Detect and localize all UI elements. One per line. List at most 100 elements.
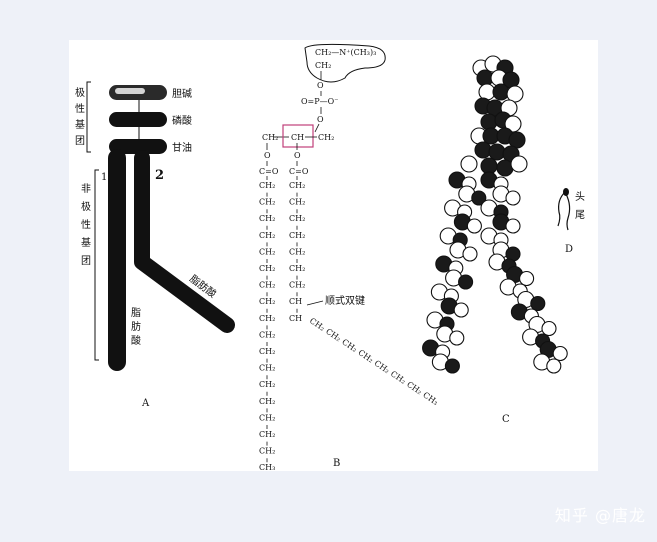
- tail-atom: [530, 295, 546, 312]
- chain-ch2: CH₂: [259, 380, 275, 389]
- watermark: 知乎 @唐龙: [554, 506, 646, 525]
- head-atom: [492, 83, 510, 101]
- glycerol-ch: CH: [291, 133, 304, 142]
- chain-ch2: CH₂: [289, 281, 305, 290]
- chain-ch2: CH₂: [289, 247, 305, 256]
- chain-ch2: CH₂: [289, 231, 305, 240]
- chain-ch: CH: [289, 297, 302, 306]
- head-atom: [496, 159, 514, 177]
- panel-b: CH₂—N⁺(CH₃)₃ CH₂ O O=P—O⁻ O CH₂ CH CH₂ O…: [259, 43, 440, 472]
- phosphate-bead: [109, 112, 167, 127]
- o-right: O: [294, 151, 301, 160]
- chain-ch2: CH₂: [356, 348, 375, 365]
- panel-b-label: B: [333, 458, 340, 469]
- choline-label: 胆碱: [172, 88, 192, 100]
- polar-group-char: 性: [75, 102, 85, 115]
- chain-ch2: CH₂: [259, 330, 275, 339]
- o-top: O: [317, 81, 324, 90]
- chain-ch2: CH₂: [373, 359, 392, 376]
- tail-atom: [453, 302, 469, 318]
- figure-canvas: 极 性 基 团 非 极 性 基 团 胆碱 磷酸 甘油 1 2 脂 肪: [69, 40, 645, 525]
- tail-atom: [462, 246, 478, 262]
- phosphate-label: 磷酸: [172, 114, 192, 127]
- bond: [314, 123, 320, 133]
- cis-bond-label: 顺式双键: [325, 294, 365, 307]
- head-atom: [510, 155, 528, 173]
- chain-ch2: CH₂: [259, 231, 275, 240]
- polar-bracket: [86, 81, 91, 153]
- polar-group-char: 团: [75, 135, 85, 147]
- polar-group-char: 极: [75, 86, 85, 99]
- polar-group-char: 基: [75, 118, 85, 131]
- head-atom: [504, 115, 522, 133]
- panel-a-label: A: [141, 398, 150, 409]
- chain-ch2: CH₂: [259, 430, 275, 439]
- head-atom: [480, 113, 498, 131]
- chain-ch2: CH₂: [259, 247, 275, 256]
- chain-ch2: CH₂: [259, 447, 275, 456]
- tail-atom: [552, 345, 568, 362]
- glycerol-ch2-right: CH₂: [318, 133, 334, 142]
- glycerol-ch2-left: CH₂: [262, 133, 278, 142]
- chain-ch: CH: [289, 314, 302, 323]
- tail-atom: [471, 190, 487, 206]
- chain-ch2: CH₂: [324, 327, 343, 344]
- chain-ch2: CH₂: [289, 214, 305, 223]
- head-label: 头: [575, 191, 585, 203]
- tail-line-left: [557, 191, 566, 227]
- fatty-acid-tail-2: [134, 150, 235, 333]
- chain-1-label: 1: [101, 172, 107, 183]
- chain-2-label: 2: [155, 168, 164, 183]
- tail-atom: [541, 320, 557, 337]
- head-outline: [304, 43, 386, 83]
- cis-bond-pointer: [306, 300, 324, 306]
- chain-ch2: CH₂: [259, 198, 275, 207]
- ester-right: C=O: [289, 167, 309, 176]
- choline-ch2: CH₂: [315, 61, 331, 70]
- chain-ch2: CH₂: [259, 214, 275, 223]
- nonpolar-bracket: [94, 169, 99, 361]
- tail-atom: [466, 218, 482, 234]
- chain-ch2: CH₂: [259, 364, 275, 373]
- head-atom: [488, 143, 506, 161]
- tail-label: 尾: [575, 209, 585, 221]
- chain-ch2: CH₂: [289, 198, 305, 207]
- head-blob: [563, 188, 569, 196]
- chain-ch2: CH₂: [259, 281, 275, 290]
- polar-group-label: 极 性 基 团: [75, 86, 88, 147]
- chain-ch2: CH₂: [259, 397, 275, 406]
- ester-left: C=O: [259, 167, 279, 176]
- glycerol-label: 甘油: [172, 141, 192, 154]
- o-mid: O: [317, 115, 324, 124]
- chain-ch2: CH₂: [308, 316, 327, 333]
- tail-atom: [444, 358, 460, 374]
- choline-highlight: [115, 88, 145, 94]
- tail-atom: [519, 270, 535, 287]
- panel-a: 极 性 基 团 非 极 性 基 团 胆碱 磷酸 甘油 1 2 脂 肪: [75, 81, 235, 409]
- head-atom: [460, 155, 478, 173]
- chain-ch2: CH₂: [389, 369, 408, 386]
- tail-line-right: [565, 193, 571, 231]
- glycerol-highlight-box: [282, 124, 314, 148]
- panel-c-label: C: [502, 414, 510, 425]
- space-filling-model: [422, 55, 568, 374]
- tail-atom: [505, 218, 521, 234]
- tail-atom: [458, 274, 474, 290]
- panel-c: C: [422, 55, 568, 425]
- phospholipid-figure: 极 性 基 团 非 极 性 基 团 胆碱 磷酸 甘油 1 2 脂 肪: [75, 43, 585, 472]
- fatty-acid-chain-left: CH₂ CH₂ CH₂ CH₂ CH₂ CH₂ CH₂ CH₂ CH₂ CH₂ CH₂ CH₂ CH₂ C…: [259, 176, 275, 472]
- head-atom: [474, 141, 492, 159]
- tail-atom: [449, 330, 465, 346]
- o-left: O: [264, 151, 271, 160]
- chain-ch2: CH₂: [259, 264, 275, 273]
- chain-ch3: CH₃: [259, 463, 275, 471]
- glycerol-bead: [109, 139, 167, 154]
- panel-d-label: D: [565, 244, 573, 255]
- chain-ch2: CH₂: [259, 413, 275, 422]
- chain-ch2: CH₂: [405, 380, 424, 397]
- nonpolar-group-label: 非 极 性 基 团: [81, 183, 94, 267]
- tail-atom: [505, 190, 521, 206]
- chain-ch2: CH₂: [259, 297, 275, 306]
- chain-ch2: CH₂: [289, 181, 305, 190]
- chain-ch2: CH₂: [259, 347, 275, 356]
